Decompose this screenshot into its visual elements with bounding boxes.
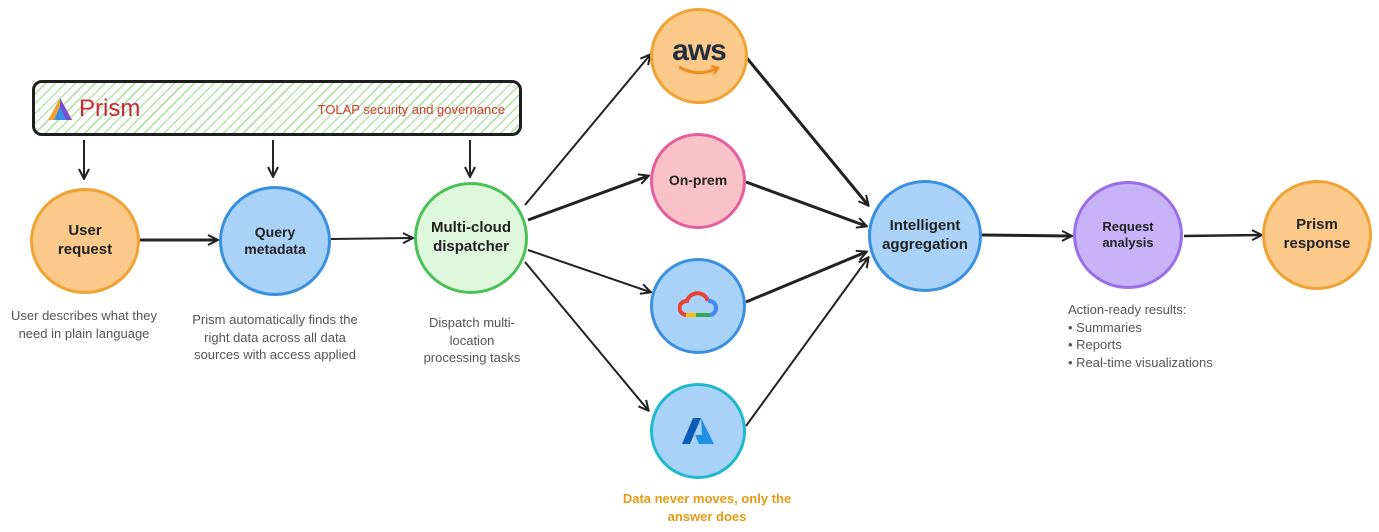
arrow-dispatch-aws (524, 55, 650, 206)
query-metadata-description: Prism automatically finds the right data… (192, 312, 358, 363)
dispatcher-label: Multi-cloud dispatcher (431, 219, 511, 255)
onprem-label: On-prem (668, 172, 728, 189)
user-request-label: User request (57, 222, 113, 258)
arrow-aws-agg (744, 56, 868, 205)
aws-logo-text: aws (672, 34, 727, 68)
prism-response-label: Prism response (1283, 216, 1351, 252)
brand-name: Prism (79, 95, 141, 122)
results-description: Action-ready results: Summaries Reports … (1068, 301, 1238, 371)
results-title: Action-ready results: (1068, 302, 1187, 317)
azure-icon (682, 418, 714, 444)
user-request-node: User request (30, 188, 140, 294)
arrow-dispatch-gcp (527, 249, 650, 292)
prism-icon (48, 98, 72, 120)
query-metadata-label: Query metadata (244, 223, 306, 258)
arrow-onprem-agg (745, 180, 866, 226)
azure-node (650, 383, 746, 479)
arrow-azure-agg (745, 258, 868, 427)
results-item: Summaries (1068, 319, 1238, 337)
prism-logo: Prism (47, 95, 140, 123)
data-residency-note: Data never moves, only the answer does (622, 491, 792, 525)
google-cloud-icon (678, 291, 718, 317)
results-item: Real-time visualizations (1068, 354, 1238, 372)
request-analysis-label: Request analysis (1102, 218, 1154, 250)
aws-smile-icon (678, 64, 720, 75)
arrow-query-dispatch (330, 238, 412, 239)
request-analysis-node: Request analysis (1073, 181, 1183, 289)
aws-node: aws (650, 8, 748, 104)
dispatcher-description: Dispatch multi-location processing tasks (423, 315, 521, 366)
aggregation-label: Intelligent aggregation (882, 217, 968, 253)
onprem-node: On-prem (650, 133, 746, 229)
governance-label: TOLAP security and governance (317, 102, 505, 117)
governance-banner: Prism TOLAP security and governance (32, 80, 522, 136)
arrow-agg-analysis (981, 235, 1071, 236)
query-metadata-node: Query metadata (219, 186, 331, 296)
arrow-gcp-agg (745, 252, 866, 304)
results-item: Reports (1068, 336, 1238, 354)
gcp-node (650, 258, 746, 354)
dispatcher-node: Multi-cloud dispatcher (414, 182, 528, 294)
arrow-analysis-response (1183, 235, 1261, 236)
prism-response-node: Prism response (1262, 180, 1372, 290)
arrow-dispatch-azure (524, 261, 648, 410)
arrow-dispatch-onprem (527, 176, 648, 222)
aggregation-node: Intelligent aggregation (868, 180, 982, 292)
results-list: Summaries Reports Real-time visualizatio… (1068, 319, 1238, 372)
user-request-description: User describes what they need in plain l… (11, 308, 157, 341)
